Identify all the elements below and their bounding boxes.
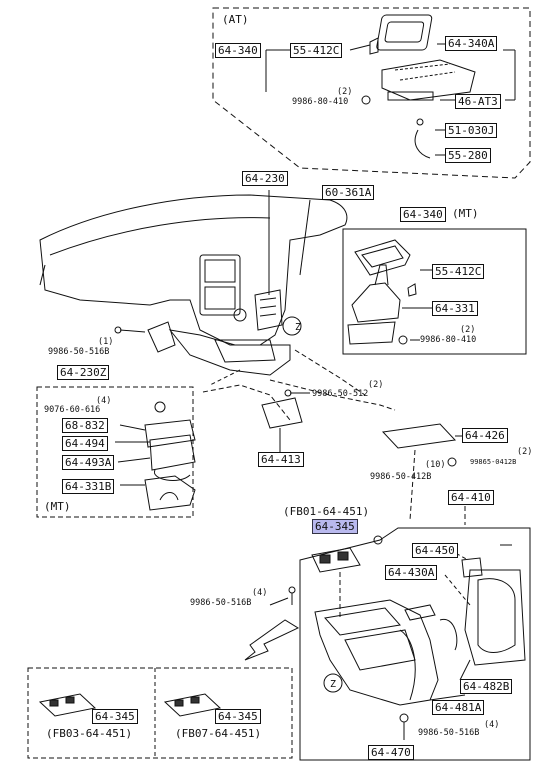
label-64-410: 64-410: [448, 490, 494, 505]
qty-bottom-bolt: (4): [484, 720, 500, 730]
label-64-331b: 64-331B: [62, 479, 115, 494]
label-64-430a: 64-430A: [385, 565, 438, 580]
bolt-9986-80-410-mt: 9986-80-410: [420, 335, 477, 345]
bolt-9986-50-516b-bottom: 9986-50-516B: [418, 728, 480, 738]
mt-suffix-right: (MT): [452, 207, 479, 220]
label-64-230: 64-230: [242, 171, 288, 186]
mt-right-group: [342, 228, 527, 355]
label-64-340-mt: 64-340: [400, 207, 446, 222]
console-group-outline: [299, 527, 531, 761]
label-64-345-fb07[interactable]: 64-345: [215, 709, 261, 724]
forward-arrow: [244, 619, 300, 661]
qty-mt-bolt: (2): [460, 325, 476, 335]
label-46-at3: 46-AT3: [455, 94, 501, 109]
qty-mid-bolt: (2): [368, 380, 384, 390]
qty-10: (10): [425, 460, 446, 470]
label-60-361a: 60-361A: [322, 185, 375, 200]
bolt-9986-50-412b: 9986-50-412B: [370, 472, 432, 482]
label-64-340: 64-340: [215, 43, 261, 58]
at-tag: (AT): [222, 13, 249, 26]
label-64-345-fb03[interactable]: 64-345: [92, 709, 138, 724]
qty-knob-bolt: (4): [96, 396, 112, 406]
label-64-426: 64-426: [462, 428, 508, 443]
bolt-99865-0412b: 99865-0412B: [470, 458, 517, 466]
label-64-470: 64-470: [368, 745, 414, 760]
variants-box: [27, 667, 293, 759]
label-64-494: 64-494: [62, 436, 108, 451]
label-64-482b: 64-482B: [460, 679, 513, 694]
bolt-9986-50-516b-mid: 9986-50-516B: [190, 598, 252, 608]
label-64-331: 64-331: [432, 301, 478, 316]
label-64-450: 64-450: [412, 543, 458, 558]
at-group-outline: [212, 7, 531, 179]
label-64-481a: 64-481A: [432, 700, 485, 715]
label-51-030j: 51-030J: [445, 123, 498, 138]
qty-at-bolt: (2): [337, 87, 353, 97]
label-64-340a: 64-340A: [445, 36, 498, 51]
label-55-412c-at: 55-412C: [290, 43, 343, 58]
fb01-code: (FB01-64-451): [283, 505, 370, 518]
z-callout-bottom: Z: [330, 679, 336, 690]
label-64-230z: 64-230Z: [57, 365, 110, 380]
label-64-493a: 64-493A: [62, 455, 115, 470]
label-64-413: 64-413: [258, 452, 304, 467]
label-55-280: 55-280: [445, 148, 491, 163]
bolt-9076-60-616: 9076-60-616: [44, 405, 101, 415]
qty-516: (4): [252, 588, 268, 598]
bolt-9986-80-410-at: 9986-80-410: [292, 97, 349, 107]
label-68-832: 68-832: [62, 418, 108, 433]
qty-left-bolt: (1): [98, 337, 114, 347]
fb07-code: (FB07-64-451): [175, 727, 262, 740]
bolt-9986-50-516b-left: 9986-50-516B: [48, 347, 110, 357]
z-callout-top: Z: [295, 322, 301, 333]
label-55-412c-mt: 55-412C: [432, 264, 485, 279]
fb03-code: (FB03-64-451): [46, 727, 133, 740]
bolt-9986-50-512: 9986-50-512: [312, 389, 369, 399]
label-64-345-highlighted[interactable]: 64-345: [312, 519, 358, 534]
qty-right-bolt: (2): [517, 447, 533, 457]
mt-suffix-left: (MT): [44, 500, 71, 513]
